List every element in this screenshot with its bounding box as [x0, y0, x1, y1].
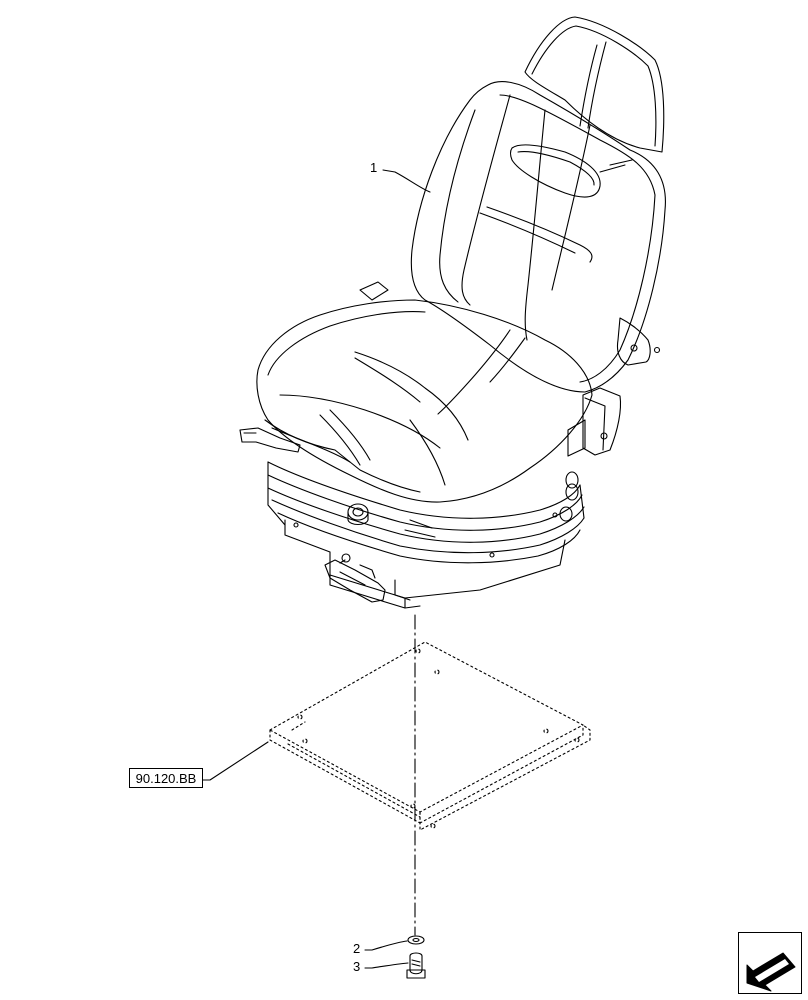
- side-knobs: [404, 471, 579, 538]
- callout-bolt: 3: [353, 959, 361, 974]
- seat-base: [293, 512, 566, 609]
- bolt: [406, 952, 426, 979]
- backrest-grip-slot: [509, 144, 601, 198]
- height-lever: [324, 553, 386, 603]
- seat-assembly: [239, 16, 666, 609]
- seat-cushion: [256, 299, 593, 503]
- callout-washer: 2: [353, 941, 361, 956]
- weight-adjust-knob: [347, 503, 369, 526]
- armrest: [567, 387, 622, 457]
- reference-link[interactable]: 90.120.BB: [129, 768, 203, 788]
- arrow-back-icon: [746, 952, 796, 992]
- cushion-side-handle: [359, 281, 389, 301]
- callout-seat: 1: [370, 160, 378, 175]
- leader-reference: [202, 741, 269, 781]
- reference-label: 90.120.BB: [135, 770, 197, 786]
- mounting-plate: [269, 641, 591, 831]
- leader-bolt: [364, 962, 409, 969]
- fore-aft-lever: [239, 427, 301, 453]
- leader-washer: [364, 940, 408, 951]
- leader-seat: [382, 169, 431, 193]
- headrest: [524, 16, 665, 153]
- navigation-button[interactable]: [738, 932, 802, 994]
- backrest: [410, 81, 666, 393]
- washer: [407, 935, 425, 945]
- leader-lines: [202, 169, 431, 969]
- recline-lever: [616, 317, 661, 366]
- suspension-bellows: [267, 461, 585, 564]
